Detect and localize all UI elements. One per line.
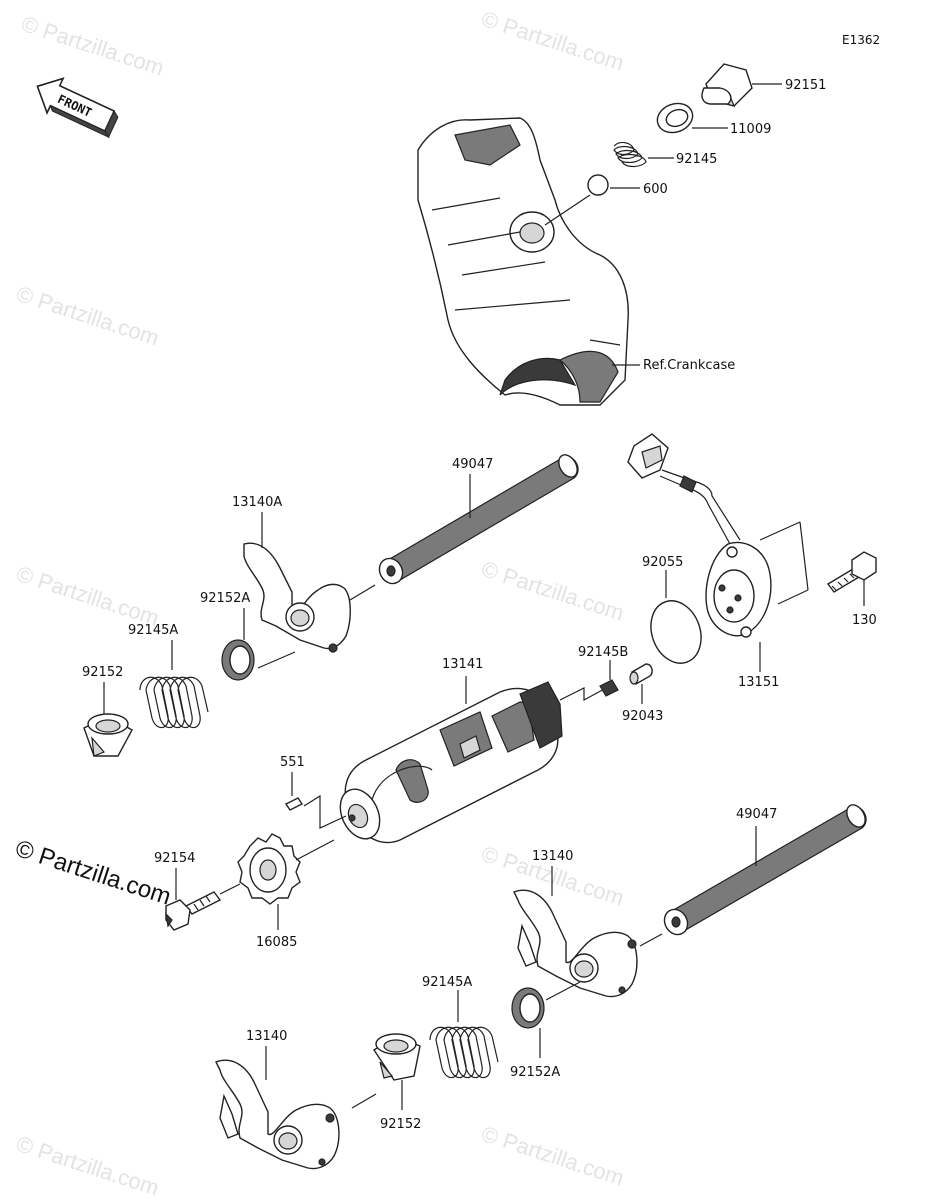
part-92055 bbox=[650, 600, 702, 664]
label-600: 600 bbox=[643, 182, 668, 197]
label-92152-top: 92152 bbox=[82, 665, 123, 680]
label-13140-bottom: 13140 bbox=[246, 1029, 287, 1044]
label-13140-mid: 13140 bbox=[532, 849, 573, 864]
part-92154 bbox=[165, 891, 222, 931]
part-13140A bbox=[243, 542, 351, 653]
label-130: 130 bbox=[852, 613, 877, 628]
part-49047-top bbox=[378, 454, 579, 585]
label-92152A-top: 92152A bbox=[200, 591, 250, 606]
front-arrow-icon: FRONT bbox=[36, 77, 119, 139]
main-watermark: © Partzilla.com bbox=[12, 835, 174, 911]
part-92152-top bbox=[83, 713, 133, 757]
label-92055: 92055 bbox=[642, 555, 683, 570]
part-92145A-top bbox=[139, 676, 209, 729]
watermark-1: © Partzilla.com bbox=[18, 11, 167, 81]
label-92145B: 92145B bbox=[578, 645, 628, 660]
part-92152A-top bbox=[221, 639, 255, 681]
label-49047-bottom: 49047 bbox=[736, 807, 777, 822]
label-92145: 92145 bbox=[676, 152, 717, 167]
label-92154: 92154 bbox=[154, 851, 195, 866]
label-49047-top: 49047 bbox=[452, 457, 493, 472]
label-551: 551 bbox=[280, 755, 305, 770]
part-92145A-bottom bbox=[429, 1026, 499, 1079]
label-13140A: 13140A bbox=[232, 495, 282, 510]
crankcase-part bbox=[417, 117, 629, 406]
watermark-8: © Partzilla.com bbox=[13, 1131, 162, 1200]
part-600 bbox=[587, 174, 609, 196]
watermark-6: © Partzilla.com bbox=[478, 556, 627, 626]
part-11009 bbox=[656, 102, 694, 134]
part-13151 bbox=[627, 433, 772, 638]
label-13151: 13151 bbox=[738, 675, 779, 690]
part-92152-bottom bbox=[373, 1033, 421, 1081]
part-13140-bottom bbox=[215, 1059, 340, 1170]
watermark-2: © Partzilla.com bbox=[478, 6, 627, 76]
part-92151 bbox=[701, 63, 753, 107]
watermark-5: © Partzilla.com bbox=[13, 561, 162, 631]
label-92152A-bottom: 92152A bbox=[510, 1065, 560, 1080]
part-49047-bottom bbox=[663, 804, 867, 936]
label-11009: 11009 bbox=[730, 122, 771, 137]
part-92043 bbox=[629, 663, 653, 686]
watermark-9: © Partzilla.com bbox=[478, 1121, 627, 1191]
part-92152A-bottom bbox=[511, 987, 545, 1029]
part-92145B bbox=[599, 679, 619, 697]
part-13140-mid bbox=[513, 889, 638, 998]
label-92151: 92151 bbox=[785, 78, 826, 93]
label-92152-bottom: 92152 bbox=[380, 1117, 421, 1132]
part-13141 bbox=[339, 681, 563, 844]
label-13141: 13141 bbox=[442, 657, 483, 672]
diagram-code: E1362 bbox=[842, 33, 880, 47]
part-551 bbox=[284, 797, 304, 811]
label-92043: 92043 bbox=[622, 709, 663, 724]
label-92145A-top: 92145A bbox=[128, 623, 178, 638]
reference-label: Ref.Crankcase bbox=[643, 358, 735, 373]
label-16085: 16085 bbox=[256, 935, 297, 950]
label-92145A-bottom: 92145A bbox=[422, 975, 472, 990]
watermark-3: © Partzilla.com bbox=[13, 281, 162, 351]
part-92145 bbox=[613, 141, 647, 168]
part-16085 bbox=[237, 833, 301, 905]
part-130 bbox=[826, 551, 877, 593]
